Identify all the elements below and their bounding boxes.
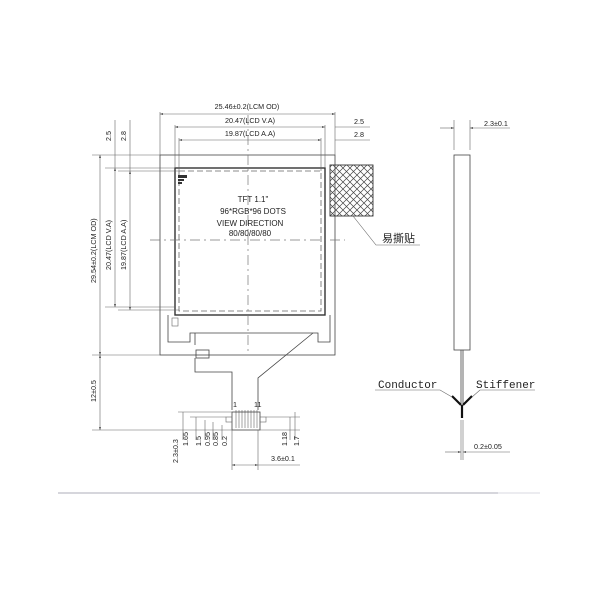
top-dimensions <box>159 112 370 171</box>
svg-text:1.7: 1.7 <box>292 436 301 446</box>
pin-first-label: 1 <box>233 400 237 409</box>
svg-text:1.5: 1.5 <box>194 436 203 446</box>
top-offset-aa-dim: 2.8 <box>119 131 128 141</box>
footer-divider-end <box>498 492 540 494</box>
panel-text: TFT 1.1" 96*RGB*96 DOTS VIEW DIRECTION 8… <box>217 195 286 238</box>
fpc-tail <box>194 332 314 431</box>
peel-off-sticker <box>329 164 374 217</box>
module-thickness-dim: 2.3±0.1 <box>484 119 508 128</box>
fpc-left-dims: 1.65 1.5 0.95 0.85 0.2 <box>181 432 229 446</box>
svg-text:0.2: 0.2 <box>220 436 229 446</box>
conductor-label: Conductor <box>378 380 437 392</box>
module-outline <box>159 154 336 356</box>
lcd-va-height-dim: 20.47(LCD V.A) <box>104 220 113 270</box>
svg-text:0.95: 0.95 <box>203 432 212 446</box>
lcm-od-height-dim: 29.54±0.2(LCM OD) <box>89 218 98 283</box>
lcd-va-width-dim: 20.47(LCD V.A) <box>225 116 275 125</box>
view-direction-label: VIEW DIRECTION <box>217 219 284 228</box>
fpc-width-dim: 3.6±0.1 <box>271 454 295 463</box>
svg-text:1.18: 1.18 <box>280 432 289 446</box>
peel-leader-line <box>352 215 420 246</box>
footer-divider <box>58 492 498 494</box>
svg-text:1.65: 1.65 <box>181 432 190 446</box>
peel-label: 易撕贴 <box>382 231 415 245</box>
lcm-od-width-dim: 25.46±0.2(LCM OD) <box>215 102 280 111</box>
right-offset-va-dim: 2.5 <box>354 117 364 126</box>
fpc-thickness-dim: 0.2±0.05 <box>474 442 502 451</box>
top-offset-va-dim: 2.5 <box>104 131 113 141</box>
panel-size-text: TFT 1.1" <box>238 195 269 204</box>
left-dimensions <box>92 120 179 431</box>
svg-text:0.85: 0.85 <box>211 432 220 446</box>
fpc-tail-dim: 2.3±0.3 <box>171 439 180 463</box>
fpc-length-dim: 12±0.5 <box>89 380 98 402</box>
fpc-right-dims: 1.18 1.7 <box>280 432 301 446</box>
pin1-pixel-marker-icon <box>178 175 187 184</box>
side-view <box>375 120 535 460</box>
right-offset-aa-dim: 2.8 <box>354 130 364 139</box>
fpc-detail-dim-lines <box>178 411 300 470</box>
panel-resolution-text: 96*RGB*96 DOTS <box>220 207 286 216</box>
stiffener-label: Stiffener <box>476 380 535 392</box>
lcd-aa-height-dim: 19.87(LCD A.A) <box>119 220 128 270</box>
view-direction-value: 80/80/80/80 <box>229 229 272 238</box>
pin-last-label: 11 <box>254 400 261 409</box>
lcd-aa-width-dim: 19.87(LCD A.A) <box>225 129 275 138</box>
